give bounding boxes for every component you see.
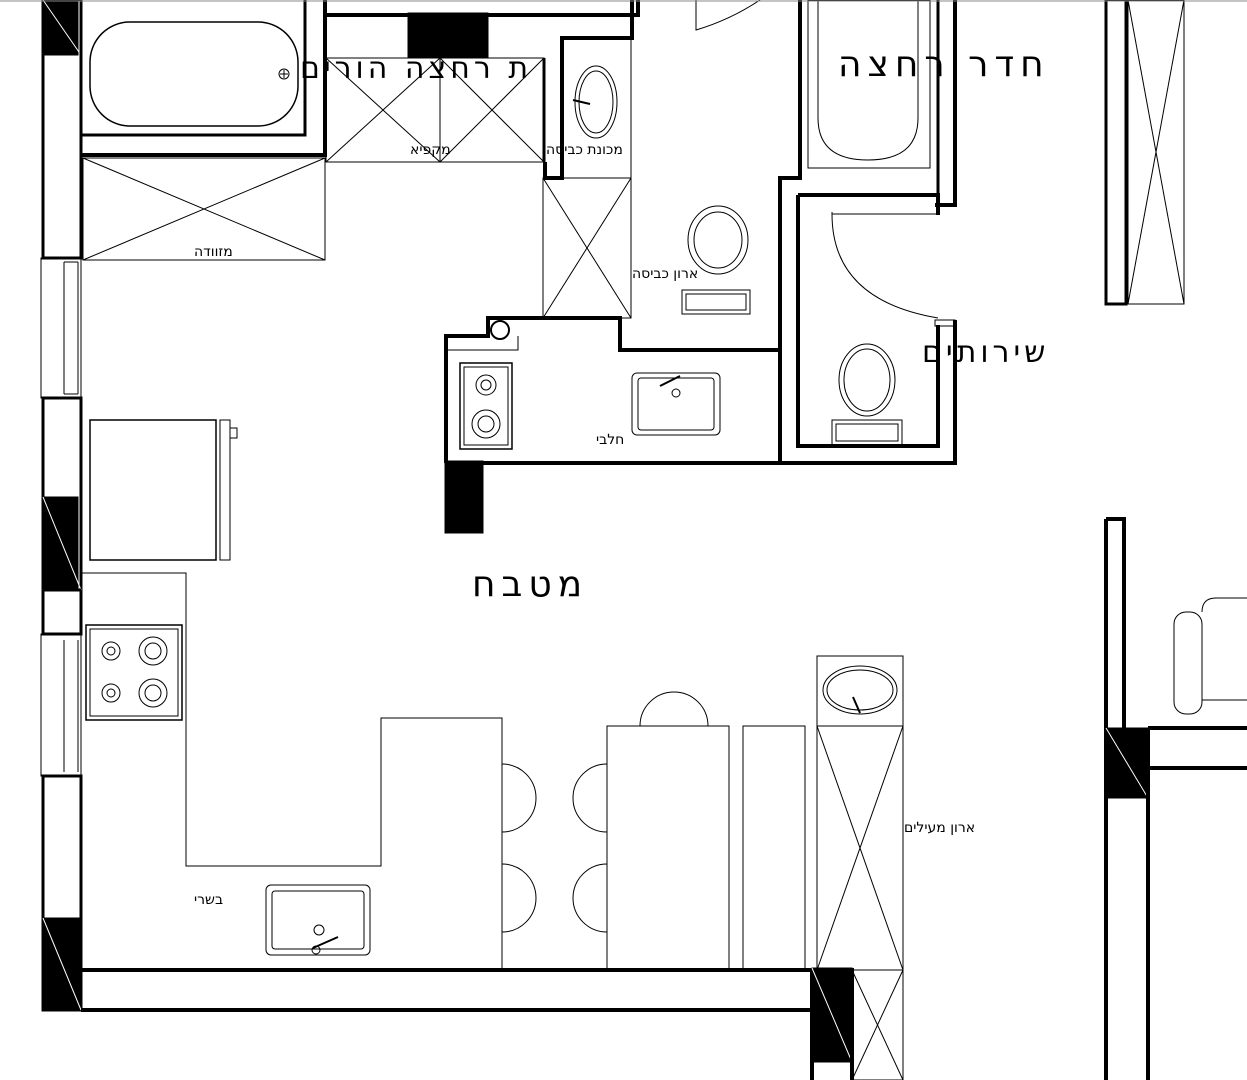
label-dairy: חלבי [596, 432, 624, 448]
label-meat: בשרי [194, 892, 223, 908]
label-luggage: מזוודה [194, 244, 233, 260]
window-left-lower [40, 633, 82, 777]
label-washing-machine: מכונת כביסה [546, 142, 623, 158]
bar-stools [501, 691, 709, 933]
tall-cabinets [606, 725, 806, 971]
exterior-wall-bottom [81, 967, 854, 1080]
label-parents-bathroom: ת רחצה הורים [300, 51, 532, 86]
exterior-wall-left [41, 0, 83, 1012]
label-laundry-closet: ארון כביסה [632, 266, 698, 282]
window-left-upper [40, 257, 82, 399]
dairy-counter [444, 316, 782, 534]
parents-bathroom [79, 0, 327, 157]
label-toilets: שירותים [922, 335, 1049, 370]
laundry-closet [542, 177, 632, 319]
interior-walls-top [323, 0, 640, 180]
label-bathroom: חדר רחצה [838, 44, 1050, 85]
right-wall [1104, 0, 1247, 1080]
fridge [89, 419, 238, 561]
coat-closet [816, 655, 904, 1080]
label-freezer: מקפיא [410, 142, 451, 158]
meat-counter [81, 572, 503, 970]
label-kitchen: מטבח [472, 564, 588, 605]
luggage-storage [82, 157, 326, 261]
label-coat-closet: ארון מעילים [904, 820, 975, 836]
toilets-room [778, 193, 957, 465]
